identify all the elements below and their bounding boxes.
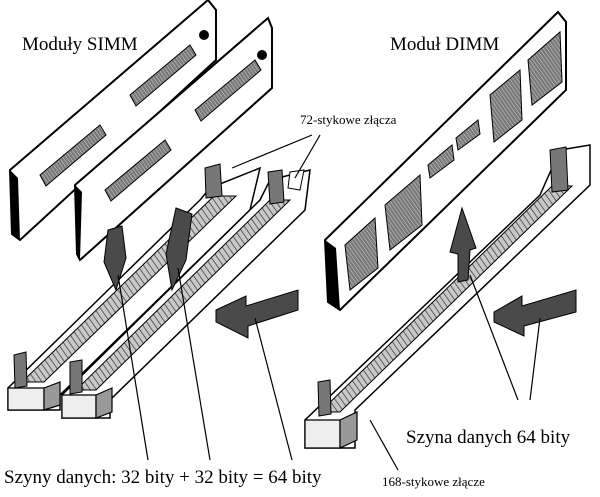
pins-168-label: 168-stykowe złącze <box>382 474 485 489</box>
simm-module-front <box>73 16 273 262</box>
leader-lines <box>117 134 541 471</box>
dimm-module-label: Moduł DIMM <box>390 34 499 55</box>
latch-arrow-dimm <box>493 289 577 337</box>
simm-module-rear <box>8 0 217 242</box>
pins-72-label: 72-stykowe złącza <box>300 112 397 127</box>
latch-arrow-simm <box>215 289 299 339</box>
dimm-module <box>323 10 567 312</box>
insert-arrow-dimm <box>449 206 477 283</box>
bus-32x2-label: Szyny danych: 32 bity + 32 bity = 64 bit… <box>4 467 322 488</box>
insert-arrow-simm-rear <box>103 225 127 292</box>
simm-modules-label: Moduły SIMM <box>22 34 138 55</box>
bus-64-label: Szyna danych 64 bity <box>406 427 571 448</box>
